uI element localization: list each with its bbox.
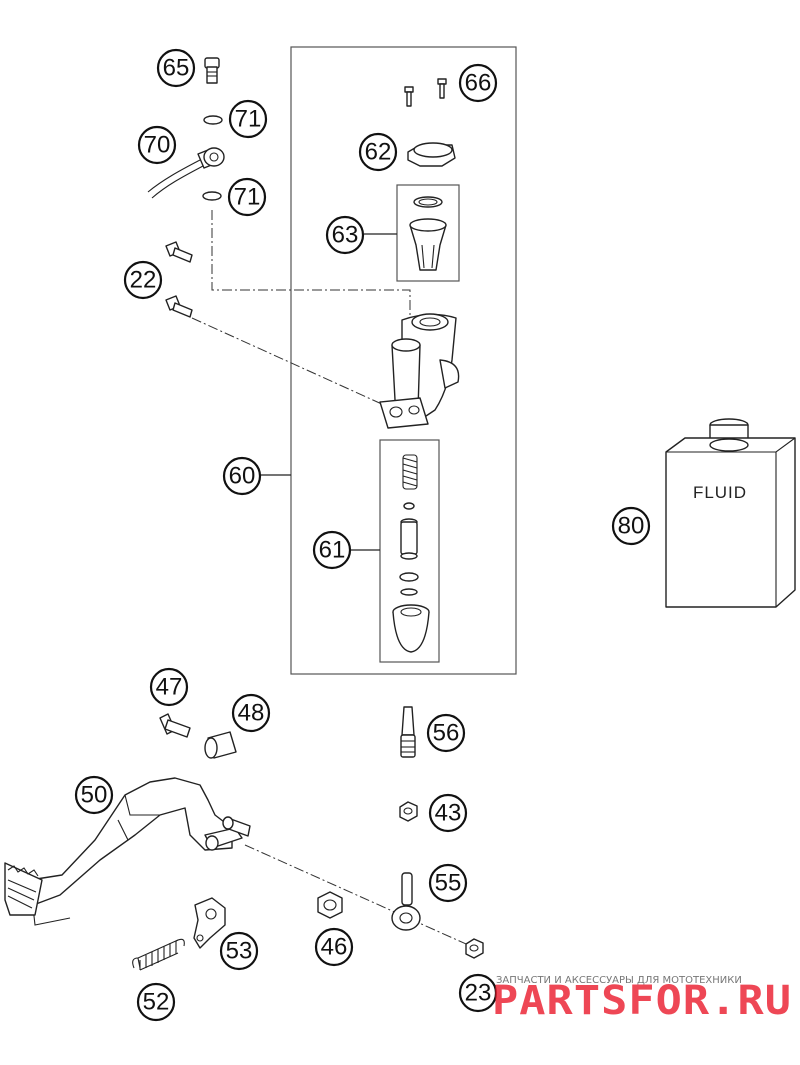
reservoir-kit-63 bbox=[409, 196, 447, 271]
fluid-label: FLUID bbox=[693, 483, 747, 502]
callout-71-top: 71 bbox=[228, 99, 268, 139]
master-cylinder-body bbox=[379, 313, 460, 429]
svg-text:50: 50 bbox=[81, 782, 108, 809]
watermark: ЗАПЧАСТИ И АКСЕССУАРЫ ДЛЯ МОТОТЕХНИКИ PA… bbox=[492, 975, 792, 1024]
callout-60: 60 bbox=[222, 456, 262, 496]
assembly-line-bolt22 bbox=[191, 317, 396, 411]
watermark-tagline: ЗАПЧАСТИ И АКСЕССУАРЫ ДЛЯ МОТОТЕХНИКИ bbox=[496, 975, 742, 986]
callout-62: 62 bbox=[358, 132, 398, 172]
assembly-frame-60 bbox=[290, 46, 517, 675]
svg-text:62: 62 bbox=[365, 139, 392, 166]
bolt-47 bbox=[159, 713, 191, 738]
subkit-frame-63 bbox=[396, 184, 460, 282]
reservoir-cover-62 bbox=[407, 142, 456, 167]
collar-nut-46 bbox=[317, 891, 343, 919]
svg-text:22: 22 bbox=[130, 267, 157, 294]
banjo-bolt-65 bbox=[204, 57, 220, 84]
svg-text:71: 71 bbox=[234, 184, 261, 211]
callout-46: 46 bbox=[314, 927, 354, 967]
callout-55: 55 bbox=[428, 863, 468, 903]
svg-text:43: 43 bbox=[435, 800, 462, 827]
svg-text:47: 47 bbox=[156, 674, 183, 701]
nut-43 bbox=[399, 801, 418, 822]
screw-22-bottom bbox=[165, 295, 193, 318]
return-spring-52 bbox=[132, 938, 185, 971]
callout-71-bottom: 71 bbox=[227, 177, 267, 217]
callout-65: 65 bbox=[156, 48, 196, 88]
callout-43: 43 bbox=[428, 793, 468, 833]
svg-text:80: 80 bbox=[618, 513, 645, 540]
svg-text:56: 56 bbox=[433, 720, 460, 747]
watermark-brand: PARTSFOR.RU bbox=[492, 978, 792, 1024]
push-rod-56 bbox=[400, 706, 416, 758]
assembly-line-axle bbox=[244, 844, 476, 949]
callout-66: 66 bbox=[458, 63, 498, 103]
callout-70: 70 bbox=[137, 125, 177, 165]
svg-text:66: 66 bbox=[465, 70, 492, 97]
svg-text:53: 53 bbox=[226, 938, 253, 965]
sealing-washer-71-top bbox=[203, 115, 223, 125]
spring-plate-53 bbox=[193, 897, 226, 949]
brake-pedal-50 bbox=[4, 777, 251, 926]
svg-text:70: 70 bbox=[144, 132, 171, 159]
callout-63: 63 bbox=[325, 215, 365, 255]
svg-text:52: 52 bbox=[143, 989, 170, 1016]
bushing-48 bbox=[204, 731, 237, 759]
callout-53: 53 bbox=[219, 931, 259, 971]
screw-22-top bbox=[165, 241, 193, 263]
callout-22: 22 bbox=[123, 260, 163, 300]
svg-text:23: 23 bbox=[465, 980, 492, 1007]
callout-56: 56 bbox=[426, 713, 466, 753]
svg-text:71: 71 bbox=[235, 106, 262, 133]
svg-text:61: 61 bbox=[319, 537, 346, 564]
piston-kit-61 bbox=[392, 454, 430, 653]
callout-80: 80 bbox=[611, 506, 651, 546]
callout-50: 50 bbox=[74, 775, 114, 815]
callout-47: 47 bbox=[149, 667, 189, 707]
assembly-line-banjo bbox=[211, 210, 411, 320]
brake-fluid-bottle-80: FLUID bbox=[665, 418, 796, 608]
svg-text:48: 48 bbox=[238, 700, 265, 727]
svg-text:65: 65 bbox=[163, 55, 190, 82]
svg-text:60: 60 bbox=[229, 463, 256, 490]
nut-23 bbox=[465, 938, 484, 959]
callout-48: 48 bbox=[231, 693, 271, 733]
subkit-frame-61 bbox=[379, 439, 440, 663]
clevis-55 bbox=[391, 872, 421, 931]
svg-text:46: 46 bbox=[321, 934, 348, 961]
callout-61: 61 bbox=[312, 530, 352, 570]
callout-23: 23 bbox=[458, 973, 498, 1013]
sealing-washer-71-bottom bbox=[202, 191, 222, 201]
brake-line-70 bbox=[147, 147, 225, 199]
cover-screws-66 bbox=[404, 78, 447, 107]
svg-text:63: 63 bbox=[332, 222, 359, 249]
svg-text:55: 55 bbox=[435, 870, 462, 897]
callout-52: 52 bbox=[136, 982, 176, 1022]
